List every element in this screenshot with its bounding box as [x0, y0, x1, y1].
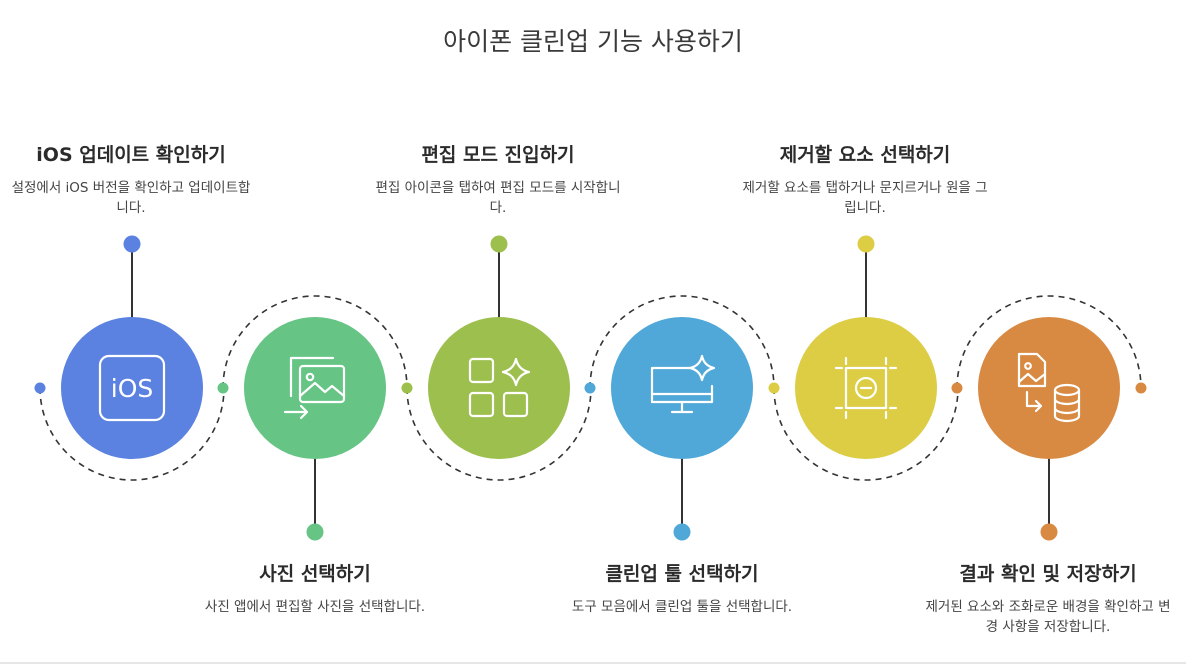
photos-select-icon — [283, 356, 346, 420]
step-4-title: 클린업 툴 선택하기 — [605, 563, 759, 585]
step-4-join-dot — [584, 382, 596, 394]
step-6-join-dot — [951, 382, 963, 394]
step-1-description: 설정에서 iOS 버전을 확인하고 업데이트합니다. — [11, 180, 251, 216]
step-4-pin-dot — [673, 523, 691, 541]
step-1-circle — [61, 317, 203, 459]
step-5-pin-dot — [857, 235, 875, 253]
step-3-connector-arc — [406, 387, 592, 481]
flow-end-dot — [1135, 382, 1147, 394]
step-2-circle — [244, 317, 386, 459]
step-3-title: 편집 모드 진입하기 — [421, 144, 575, 166]
step-5-description: 제거할 요소를 탭하거나 문지르거나 원을 그립니다. — [742, 180, 988, 216]
step-3-join-dot — [401, 382, 413, 394]
step-6-description: 제거된 요소와 조화로운 배경을 확인하고 변경 사항을 저장합니다. — [925, 599, 1171, 635]
step-6-connector-arc — [956, 295, 1142, 389]
step-6-title: 결과 확인 및 저장하기 — [959, 563, 1137, 585]
step-1-join-dot — [34, 382, 46, 394]
step-6-pin-dot — [1040, 523, 1058, 541]
step-4-circle — [611, 317, 753, 459]
step-4-description: 도구 모음에서 클린업 툴을 선택합니다. — [571, 599, 793, 615]
svg-text:iOS: iOS — [111, 374, 154, 403]
step-1-pin-dot — [123, 235, 141, 253]
step-3-description: 편집 아이콘을 탭하여 편집 모드를 시작합니다. — [375, 180, 621, 216]
bottom-divider — [0, 662, 1186, 664]
ios-icon: iOS — [98, 354, 166, 422]
step-5-connector-arc — [773, 387, 959, 481]
step-2-pin-dot — [306, 523, 324, 541]
edit-grid-sparkle-icon — [468, 357, 531, 418]
remove-frame-icon — [834, 356, 898, 420]
step-2-description: 사진 앱에서 편집할 사진을 선택합니다. — [204, 599, 426, 615]
step-6-circle — [978, 317, 1120, 459]
diagram-title: 아이폰 클린업 기능 사용하기 — [443, 27, 743, 56]
monitor-sparkle-icon — [650, 354, 716, 414]
step-2-connector-arc — [222, 295, 408, 389]
step-3-pin-dot — [490, 235, 508, 253]
step-4-connector-arc — [589, 295, 775, 389]
step-2-join-dot — [217, 382, 229, 394]
step-1-title: iOS 업데이트 확인하기 — [36, 144, 226, 166]
image-to-database-icon — [1017, 352, 1081, 423]
step-5-join-dot — [768, 382, 780, 394]
step-1-connector-arc — [39, 387, 225, 481]
step-3-circle — [428, 317, 570, 459]
step-2-title: 사진 선택하기 — [259, 563, 371, 585]
step-5-title: 제거할 요소 선택하기 — [779, 144, 951, 166]
